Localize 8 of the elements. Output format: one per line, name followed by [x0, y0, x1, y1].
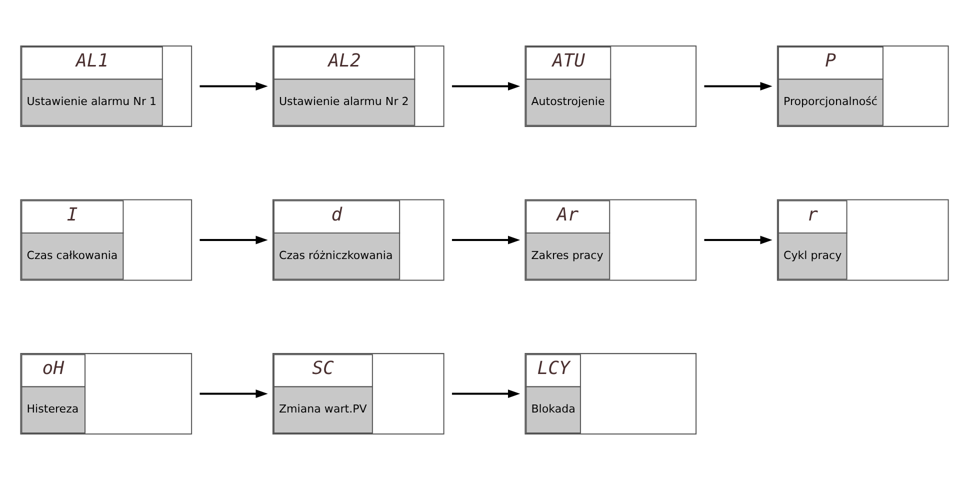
- arrow: [200, 390, 268, 398]
- arrow: [452, 390, 520, 398]
- arrow: [452, 236, 520, 244]
- arrow: [704, 236, 772, 244]
- arrow: [200, 82, 268, 90]
- arrow: [452, 82, 520, 90]
- arrow: [200, 236, 268, 244]
- arrow: [704, 82, 772, 90]
